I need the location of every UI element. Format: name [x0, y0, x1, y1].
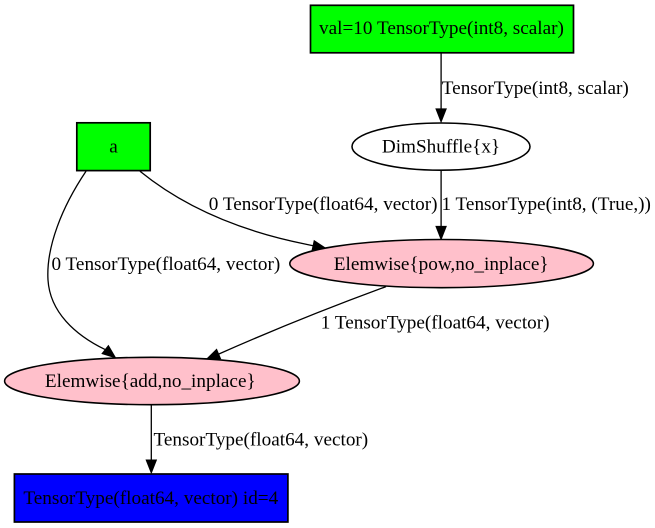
svg-text:TensorType(float64, vector) id: TensorType(float64, vector) id=4: [23, 488, 278, 509]
svg-text:a: a: [109, 137, 118, 158]
svg-text:TensorType(int8, scalar): TensorType(int8, scalar): [442, 78, 629, 99]
svg-text:0 TensorType(float64, vector): 0 TensorType(float64, vector): [209, 194, 438, 215]
svg-text:1 TensorType(int8, (True,)): 1 TensorType(int8, (True,)): [442, 194, 651, 215]
svg-text:TensorType(float64, vector): TensorType(float64, vector): [154, 430, 369, 451]
svg-text:val=10 TensorType(int8, scalar: val=10 TensorType(int8, scalar): [319, 18, 564, 39]
svg-text:1 TensorType(float64, vector): 1 TensorType(float64, vector): [321, 312, 550, 333]
svg-text:Elemwise{add,no_inplace}: Elemwise{add,no_inplace}: [45, 371, 256, 392]
svg-text:0 TensorType(float64, vector): 0 TensorType(float64, vector): [52, 254, 281, 275]
svg-text:DimShuffle{x}: DimShuffle{x}: [382, 137, 500, 158]
svg-text:Elemwise{pow,no_inplace}: Elemwise{pow,no_inplace}: [334, 254, 549, 275]
